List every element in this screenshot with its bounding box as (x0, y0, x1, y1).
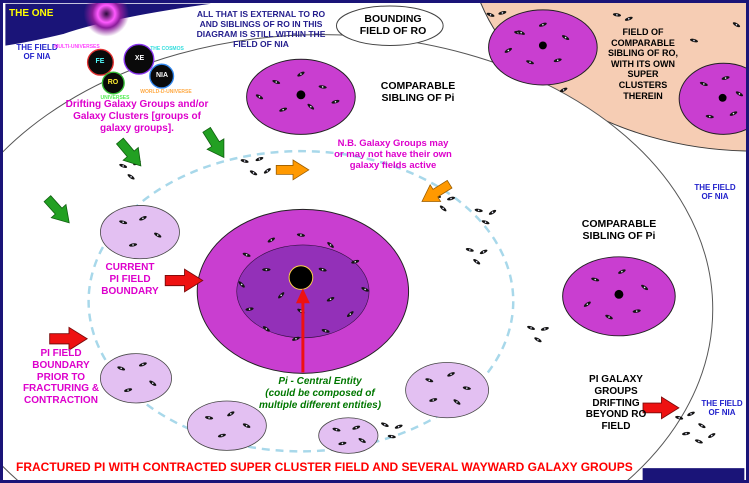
sphere-ro-icon (101, 71, 125, 95)
pi-central-entity-icon (288, 265, 314, 290)
the-one-corner (3, 3, 223, 48)
galaxy-group-field-ellipse (100, 353, 172, 404)
galaxy-cluster (583, 268, 649, 321)
galaxy-cluster (486, 10, 744, 119)
nested-universe-spheres (86, 43, 175, 95)
red-pointer-to-pi-icon (295, 288, 310, 373)
galaxy-group-field-ellipse (405, 362, 489, 419)
galaxy-group-field-ellipse (186, 400, 267, 451)
galaxy-group-field-ellipse (100, 205, 180, 260)
galaxy-cluster (255, 70, 340, 113)
prior-pi-boundary-ellipse (87, 149, 515, 453)
sphere-xe-icon (123, 43, 155, 75)
galaxy-group-field-ellipse (318, 417, 379, 454)
bounding-field-label-bubble (335, 5, 444, 46)
sphere-fe-icon (86, 48, 114, 76)
border-accent (642, 468, 745, 480)
sibling-ro-supercluster-ellipse (678, 62, 746, 135)
sphere-nia-icon (149, 63, 175, 89)
diagram-canvas (3, 3, 746, 480)
glow-sphere-icon (83, 3, 130, 37)
